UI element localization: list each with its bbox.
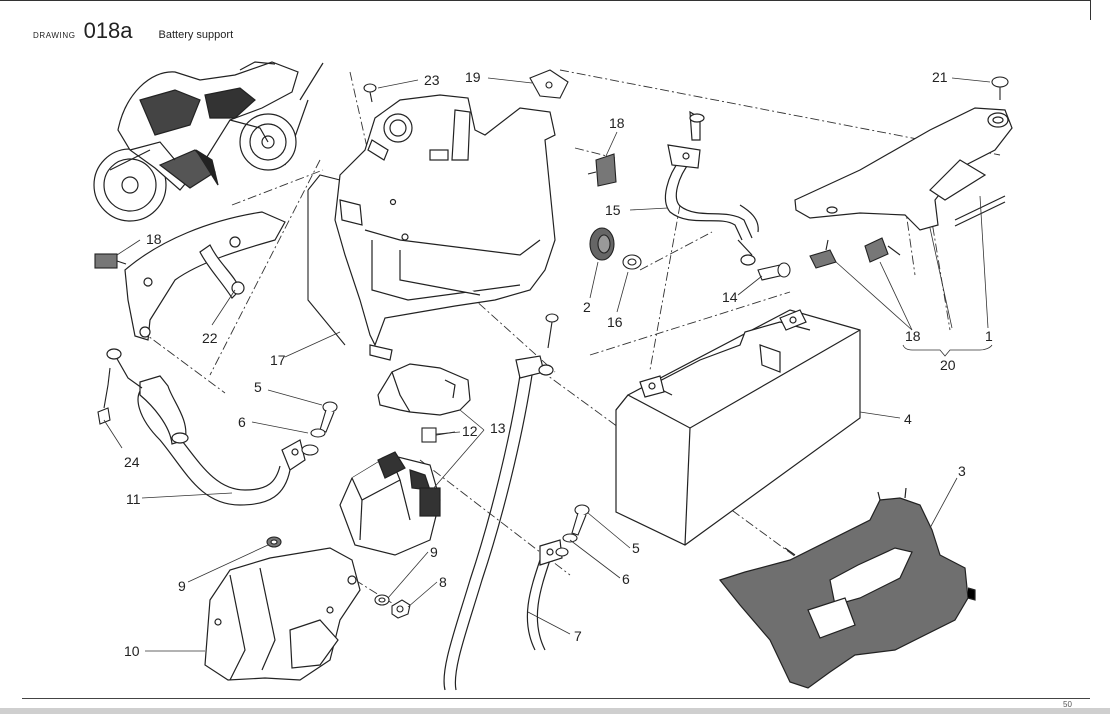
terminal-cover-mid: [587, 153, 617, 187]
callout-23: 23: [424, 72, 440, 88]
cable-15: [665, 110, 759, 266]
drawing-header: DRAWING 018a Battery support: [33, 18, 233, 48]
callout-5-right: 5: [632, 540, 640, 556]
terminal-cover-left: [94, 253, 127, 269]
bottom-rule: [22, 698, 1090, 699]
bolt-cable-7-top: [545, 313, 559, 349]
callout-leaders: [103, 77, 993, 652]
screw-21: [991, 76, 1009, 100]
cable-7: [443, 355, 563, 691]
callout-4: 4: [904, 411, 912, 427]
callout-19: 19: [465, 69, 481, 85]
bolt-5-left: [301, 401, 338, 456]
bolt-14: [757, 262, 791, 281]
callout-2: 2: [583, 299, 591, 315]
callout-1: 1: [985, 328, 993, 344]
cable-11: [106, 348, 306, 506]
callout-3: 3: [958, 463, 966, 479]
spacer-16: [622, 254, 642, 270]
drawing-title: Battery support: [158, 29, 234, 41]
callout-24: 24: [124, 454, 140, 470]
drawing-number: 018a: [83, 18, 133, 43]
callout-12: 12: [462, 423, 478, 439]
callout-13: 13: [490, 420, 506, 436]
callout-18-left: 18: [146, 231, 162, 247]
top-frame-line: [0, 0, 1090, 1]
callout-20: 20: [940, 357, 956, 373]
callout-7: 7: [574, 628, 582, 644]
cover-plate-1: [794, 107, 1013, 231]
callout-numbers: 18 22 17 23 19 18 15 2 16 14 21 18 1 20 …: [124, 69, 993, 659]
callout-6-left: 6: [238, 414, 246, 430]
callout-22: 22: [202, 330, 218, 346]
page-number: 50: [1063, 700, 1072, 709]
nut-8: [391, 599, 411, 619]
grommet-2: [589, 227, 615, 261]
callout-11: 11: [126, 491, 141, 507]
terminal-cover-right: [809, 237, 901, 269]
battery-holder-tray: [718, 487, 976, 689]
callout-9-left: 9: [178, 578, 186, 594]
washer-9-lower: [374, 594, 390, 606]
callout-17: 17: [270, 352, 286, 368]
fuse-12: [421, 427, 456, 443]
callout-8: 8: [439, 574, 447, 590]
starter-solenoid: [339, 451, 441, 556]
bolt-5-right: [555, 504, 590, 557]
drawing-label: DRAWING: [33, 31, 76, 40]
callout-21: 21: [932, 69, 948, 85]
bottom-grey-strip: [0, 708, 1110, 714]
motorcycle-thumbnail: [93, 61, 324, 222]
solenoid-cover: [377, 363, 471, 416]
clip-nut-19: [529, 69, 569, 99]
callout-18-right: 18: [905, 328, 921, 344]
washer-9-upper: [266, 536, 282, 548]
callout-18-mid: 18: [609, 115, 625, 131]
battery-box-outline-frame: [307, 174, 346, 346]
bolt-24: [97, 367, 111, 425]
bracket-22: [124, 211, 286, 341]
callout-10: 10: [124, 643, 140, 659]
callout-16: 16: [607, 314, 623, 330]
callout-14: 14: [722, 289, 738, 305]
solenoid-bracket: [204, 547, 361, 681]
screw-23: [363, 83, 377, 103]
battery-box: [334, 94, 556, 361]
callout-5-left: 5: [254, 379, 262, 395]
callout-6-right: 6: [622, 571, 630, 587]
right-frame-line: [1090, 0, 1091, 20]
battery: [615, 309, 861, 546]
callout-15: 15: [605, 202, 621, 218]
callout-9-right: 9: [430, 544, 438, 560]
